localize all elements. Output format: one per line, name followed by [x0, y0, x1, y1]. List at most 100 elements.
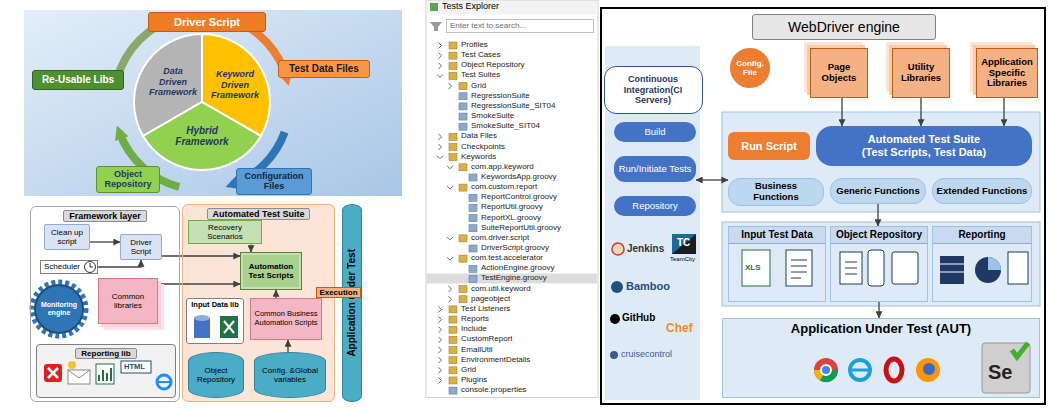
tree-item: Object Repository [461, 61, 525, 69]
tree-item: com.custom.report [471, 183, 537, 191]
node-text: Recovery Scenarios [191, 223, 259, 241]
tree-icon [469, 174, 477, 181]
function-pill: Extended Functions [932, 178, 1032, 204]
tree-item: EnvironmentDetails [461, 356, 530, 364]
tree-icon [449, 387, 457, 394]
gear-teeth [32, 282, 86, 336]
tree-item: ReportUtil.groovy [481, 202, 543, 211]
data-icon [220, 316, 238, 338]
node-text: Monitoring engine [38, 301, 80, 317]
explorer-background [427, 1, 598, 15]
aut-panel: Application Under Test (AUT) [722, 318, 1040, 398]
logo-text: Chef [666, 321, 693, 335]
resource-icon [840, 252, 862, 284]
node-text: Utility Libraries [895, 62, 947, 84]
tree-item: Reports [461, 314, 489, 323]
clock-icon [90, 263, 93, 267]
tree-file-icon [459, 113, 467, 120]
resource-icon [940, 256, 964, 284]
frame [722, 318, 1040, 398]
logo-icon [610, 314, 620, 324]
tree-icon [447, 164, 467, 171]
selenium-logo [1012, 343, 1028, 357]
tree-icon [439, 347, 458, 354]
tree-item: com.custom.report [471, 182, 537, 191]
logo-icon [610, 234, 696, 359]
tree-chevron [447, 186, 453, 189]
ci-step: Build [614, 122, 696, 142]
panel-background [24, 10, 402, 196]
edge-label: Execution [316, 282, 360, 298]
document-stack: Application Specific Libraries [976, 48, 1038, 98]
explorer-background [426, 1, 598, 398]
node-text: Config. &Global variables [257, 366, 323, 384]
logo-text: GitHub [622, 312, 655, 323]
process-box: Clean up script [44, 224, 90, 250]
tree-file-icon [449, 144, 457, 151]
node-text: Extended Functions [937, 186, 1028, 197]
tree-item: SmokeSuite_SIT04 [471, 121, 540, 130]
tree-item: com.util.keyword [471, 284, 531, 293]
tree-icon [449, 286, 468, 293]
tree-file-icon [449, 367, 457, 374]
tree-file-icon [449, 387, 457, 394]
logo-icon [672, 234, 696, 254]
tree-item: DriverScript.groovy [481, 243, 549, 252]
logo-icon [610, 351, 618, 359]
connector-arrow [1003, 98, 1004, 126]
resource-icon [742, 250, 1028, 286]
node-text: Business Functions [731, 181, 821, 203]
logo-text: Chef [666, 322, 693, 334]
tree-item: RegressionSuite_SIT04 [471, 101, 556, 110]
panel-background [182, 204, 335, 402]
tree-item: Grid [461, 365, 476, 374]
explorer-background [426, 1, 598, 398]
tree-icon [469, 204, 477, 211]
tree-chevron [439, 63, 442, 69]
config-box: Configuration Files [236, 168, 312, 195]
connector-arrow [90, 241, 120, 242]
node-text: Tests Explorer [442, 1, 499, 11]
tree-item: Data Files [461, 132, 497, 140]
script-stack: Automation Test Scripts [240, 252, 302, 290]
tree-file-icon [459, 286, 467, 293]
tree-item: ReportUtil.groovy [481, 203, 543, 211]
pie-segment [134, 34, 270, 170]
browser-icon [814, 358, 940, 382]
tree-chevron [439, 347, 442, 353]
report-icon [121, 361, 151, 373]
tree-chevron [439, 357, 442, 363]
node-text: Object Repository [191, 366, 241, 384]
tree-chevron [439, 306, 442, 312]
data-icon [194, 315, 238, 338]
tree-item: Plugins [461, 375, 487, 384]
node-text: Reporting lib [75, 348, 136, 359]
tree-item: SuiteReportUtil.groovy [481, 223, 561, 232]
ci-step: Run/Initiate Tests [614, 156, 696, 182]
logo-text: TeamCity [670, 256, 695, 262]
node-text: Automated Test Suite [207, 208, 311, 220]
node-text: Build [644, 127, 665, 138]
resource-icon [845, 262, 857, 274]
report-icon [68, 361, 76, 369]
node-text: Run/Initiate Tests [619, 164, 692, 175]
node-text: Object Repository [831, 227, 927, 244]
browser-icon [814, 358, 838, 382]
tree-file-icon [459, 255, 467, 262]
tree-file-icon [449, 306, 457, 313]
tree-item: EmailUtil [461, 346, 493, 354]
script-box: Driver Script [148, 12, 266, 32]
tree-icon [439, 52, 458, 59]
logo-text: cruisecontrol [621, 350, 672, 359]
tree-file-icon [469, 275, 477, 282]
frame [722, 222, 1040, 306]
tree-file-icon [469, 204, 477, 211]
aut-cylinder: Application under Test [342, 204, 362, 402]
suite-panel: Automated Test SuiteRecovery ScenariosAu… [182, 204, 335, 402]
engine-header: WebDriver engine [752, 14, 936, 40]
node-text: Continuous Integration(CI Servers) [607, 74, 700, 105]
frame [601, 8, 1045, 404]
framework-panel: Framework layerClean up scriptDriver Scr… [30, 206, 180, 402]
node-text: Application Specific Libraries [979, 57, 1035, 90]
logo-text: Jenkins [627, 243, 664, 254]
